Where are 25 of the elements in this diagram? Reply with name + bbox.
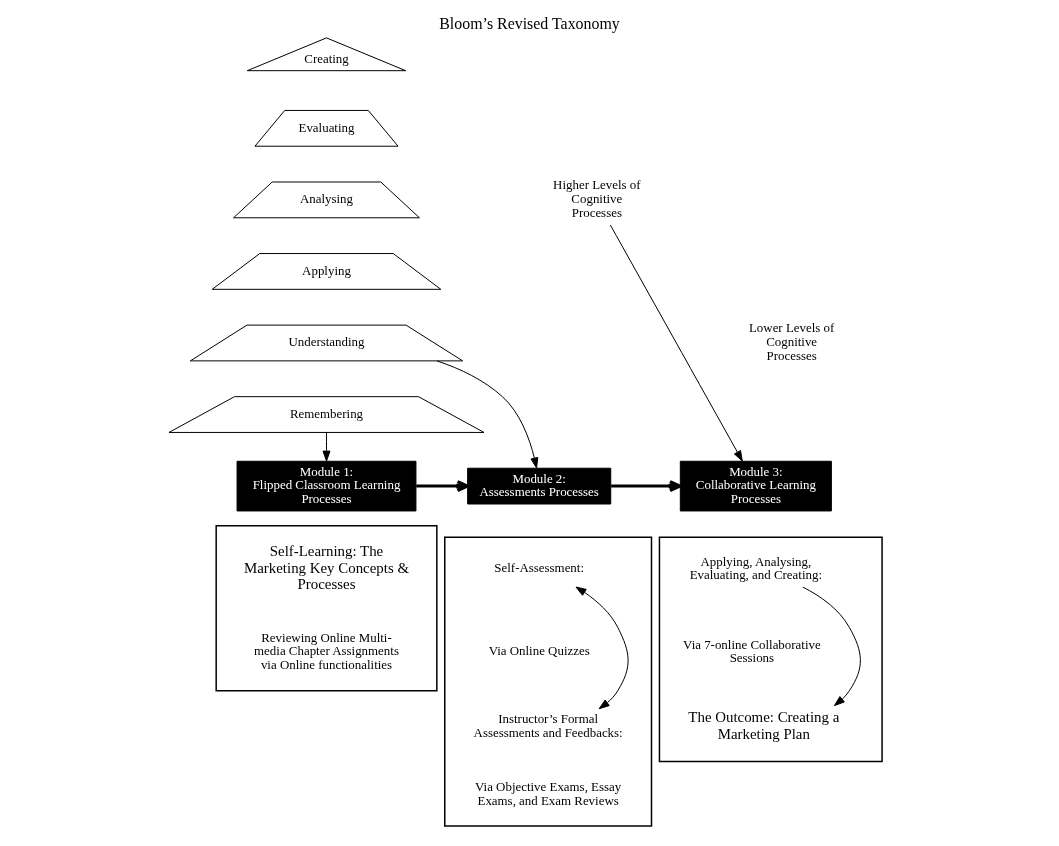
node-box: Module 2: Assessments Processes: [467, 467, 612, 505]
diagram-title: Bloom’s Revised Taxonomy: [439, 14, 620, 32]
node-text: Self-Assessment:: [494, 560, 584, 576]
node-text: Applying, Analysing, Evaluating, and Creating:: [689, 553, 822, 583]
node-text: Instructor’s Formal Assessments and Feedbacks:: [473, 711, 623, 740]
cluster: [658, 536, 883, 763]
node-text: Self-Learning: The Marketing Key Concepts & Processes: [244, 542, 410, 593]
arrow: [416, 480, 470, 493]
arrow: [802, 586, 861, 707]
arrow: [611, 480, 682, 493]
node-text: Via 7-online Collaborative Sessions: [683, 636, 821, 666]
arrow: [609, 224, 743, 462]
node-text: Via Objective Exams, Essay Exams, and Exam Reviews: [475, 778, 622, 808]
node-text: Higher Levels of Cognitive Processes: [553, 177, 641, 221]
cluster: [444, 536, 653, 827]
arrow: [436, 360, 539, 469]
cluster: [215, 525, 438, 692]
node-text: Lower Levels of Cognitive Processes: [748, 320, 835, 364]
arrow: [575, 586, 629, 710]
node-text: Reviewing Online Multi-media Chapter Assignments via Online functionalities: [254, 629, 399, 673]
node-box: Module 3: Collaborative Learning Processes: [679, 460, 832, 512]
node-text: Via Online Quizzes: [488, 643, 590, 659]
node-text: The Outcome: Creating a Marketing Plan: [688, 708, 840, 742]
node-box: Module 1: Flipped Classroom Learning Processes: [236, 460, 417, 512]
arrow: [322, 432, 331, 462]
